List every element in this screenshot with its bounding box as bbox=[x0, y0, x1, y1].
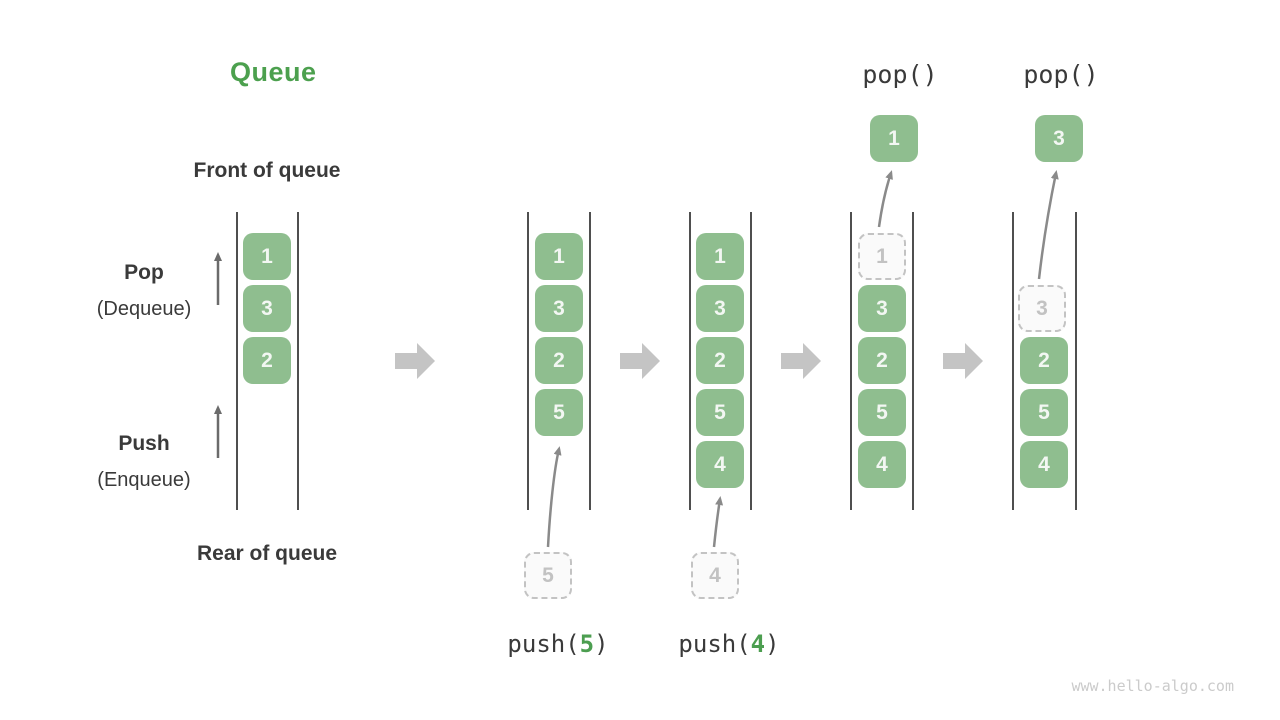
flow-arrow-icon bbox=[395, 343, 435, 379]
queue-element: 4 bbox=[858, 441, 906, 488]
flow-arrow-icon bbox=[943, 343, 983, 379]
queue-element: 1 bbox=[535, 233, 583, 280]
push-label: Push bbox=[118, 432, 170, 455]
queue-element: 4 bbox=[1020, 441, 1068, 488]
popped-element: 3 bbox=[1035, 115, 1083, 162]
push-operation-label: push(4) bbox=[659, 630, 799, 658]
pop-label: Pop bbox=[124, 261, 164, 284]
queue-element: 3 bbox=[858, 285, 906, 332]
pop-arrow-icon bbox=[877, 170, 893, 228]
queue-element: 1 bbox=[696, 233, 744, 280]
queue-element: 4 bbox=[696, 441, 744, 488]
incoming-element-ghost: 5 bbox=[524, 552, 572, 599]
push-arrow-icon bbox=[546, 446, 562, 548]
incoming-element-ghost: 4 bbox=[691, 552, 739, 599]
queue-rail bbox=[589, 212, 591, 510]
queue-rail bbox=[1075, 212, 1077, 510]
front-of-queue-label: Front of queue bbox=[193, 159, 341, 182]
watermark: www.hello-algo.com bbox=[1071, 677, 1234, 695]
queue-rail bbox=[236, 212, 238, 510]
push-fn-text: push( bbox=[678, 630, 751, 658]
diagram-title: Queue bbox=[230, 57, 317, 87]
queue-element: 2 bbox=[535, 337, 583, 384]
rear-of-queue-label: Rear of queue bbox=[196, 542, 338, 565]
pop-operation-label: pop() bbox=[1023, 60, 1099, 89]
pop-operation-label: pop() bbox=[862, 60, 938, 89]
queue-rail bbox=[297, 212, 299, 510]
popped-element: 1 bbox=[870, 115, 918, 162]
queue-rail bbox=[527, 212, 529, 510]
pop-arrow-icon bbox=[1037, 170, 1059, 280]
push-arg-text: 5 bbox=[579, 630, 595, 658]
queue-element: 5 bbox=[535, 389, 583, 436]
queue-element: 2 bbox=[1020, 337, 1068, 384]
queue-element: 2 bbox=[243, 337, 291, 384]
queue-rail bbox=[912, 212, 914, 510]
queue-rail bbox=[689, 212, 691, 510]
queue-element: 2 bbox=[696, 337, 744, 384]
enqueue-label: (Enqueue) bbox=[97, 469, 191, 491]
flow-arrow-icon bbox=[620, 343, 660, 379]
push-close-text: ) bbox=[765, 630, 780, 658]
queue-element: 3 bbox=[696, 285, 744, 332]
queue-element: 5 bbox=[858, 389, 906, 436]
push-arrow-icon bbox=[712, 496, 724, 548]
queue-rail bbox=[750, 212, 752, 510]
queue-element: 2 bbox=[858, 337, 906, 384]
push-fn-text: push( bbox=[507, 630, 580, 658]
dequeue-label: (Dequeue) bbox=[96, 298, 192, 320]
queue-element: 1 bbox=[243, 233, 291, 280]
push-close-text: ) bbox=[594, 630, 609, 658]
queue-rail bbox=[850, 212, 852, 510]
push-operation-label: push(5) bbox=[488, 630, 628, 658]
popped-element-ghost: 3 bbox=[1018, 285, 1066, 332]
queue-element: 5 bbox=[696, 389, 744, 436]
queue-element: 3 bbox=[535, 285, 583, 332]
motion-arrow-icons bbox=[546, 170, 1059, 548]
queue-rail bbox=[1012, 212, 1014, 510]
queue-element: 5 bbox=[1020, 389, 1068, 436]
push-arg-text: 4 bbox=[750, 630, 766, 658]
flow-arrow-icon bbox=[781, 343, 821, 379]
queue-element: 3 bbox=[243, 285, 291, 332]
popped-element-ghost: 1 bbox=[858, 233, 906, 280]
